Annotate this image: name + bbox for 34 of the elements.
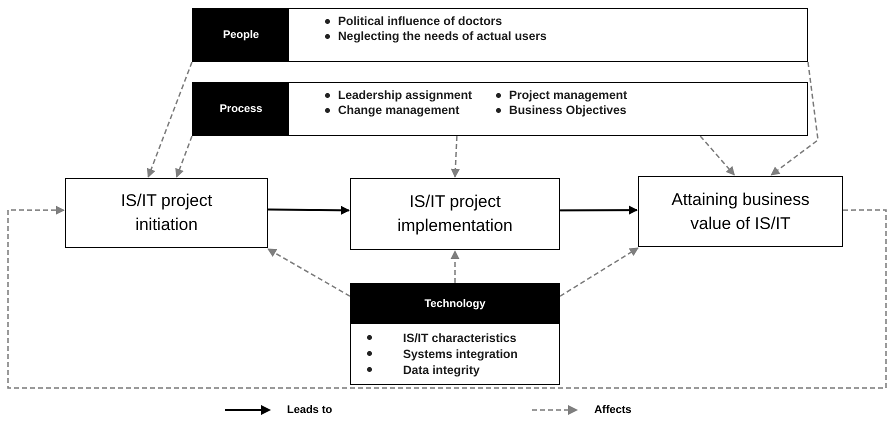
arrow [268,206,350,215]
bullet-text: Data integrity [403,362,480,378]
legend-label: Leads to [287,403,332,418]
category-box [192,82,808,136]
category-box [192,8,808,62]
bullet-text: Political influence of doctors [338,14,502,29]
process-label: IS/IT project implementation [396,191,514,237]
arrow [146,62,193,178]
category-box [350,283,560,385]
bullet-text: Change management [338,103,460,118]
arrow [560,206,638,215]
bullet-text: Neglecting the needs of actual users [338,29,547,44]
arrow [700,136,735,176]
legend-label: Affects [594,403,632,418]
bullet-text: Systems integration [403,346,518,362]
process-box [638,176,843,247]
process-box [65,178,268,248]
category-header: Process [193,83,289,135]
process-box [350,178,560,250]
arrow [450,250,460,283]
process-label: Attaining business value of IS/IT [670,188,810,234]
arrow [7,206,887,389]
category-header: Technology [351,284,559,324]
bullet-text: Business Objectives [509,103,626,118]
arrow [175,136,193,178]
bullet-text: Leadership assignment [338,88,472,103]
process-label: IS/IT project initiation [120,190,214,236]
category-header: People [193,9,289,61]
arrow [560,247,639,297]
arrow [450,136,460,178]
arrow [267,248,350,297]
arrow [770,62,819,176]
bullet-text: IS/IT characteristics [403,330,516,346]
bullet-text: Project management [509,88,628,103]
